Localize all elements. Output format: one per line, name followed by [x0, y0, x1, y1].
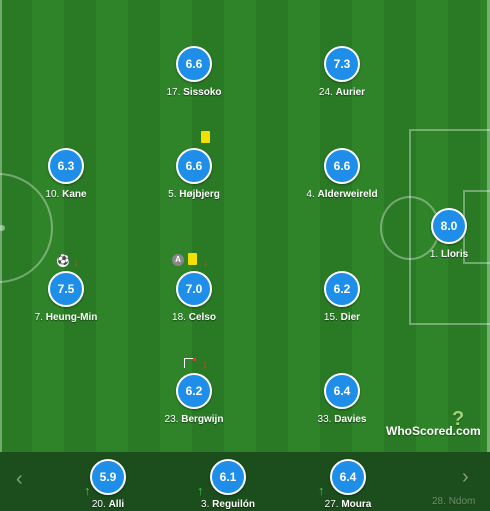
- center-spot: [0, 225, 5, 231]
- player-name: 1. Lloris: [429, 249, 469, 260]
- sub-player-moura[interactable]: 6.4 27. Moura: [288, 459, 408, 510]
- sub-on-icon: ↑: [197, 483, 204, 498]
- player-kane[interactable]: 6.3 10. Kane: [6, 148, 126, 200]
- prev-arrow-icon[interactable]: ‹: [16, 468, 23, 490]
- player-name: 18. Celso: [172, 312, 216, 323]
- sub-off-icon: ↓: [202, 357, 208, 371]
- goal-icon: ⚽: [57, 255, 70, 267]
- player-rating: 6.1: [210, 459, 246, 495]
- sub-player-alli[interactable]: 5.9 20. Alli: [48, 459, 168, 510]
- player-name: 17. Sissoko: [166, 87, 222, 98]
- player-rating: 6.3: [48, 148, 84, 184]
- player-sissoko[interactable]: 6.6 17. Sissoko: [134, 46, 254, 98]
- player-name: 10. Kane: [45, 189, 87, 200]
- player-rating: 6.6: [324, 148, 360, 184]
- player-name: 4. Alderweireld: [306, 189, 378, 200]
- captain-icon: A: [172, 254, 184, 266]
- player-name: 15. Dier: [323, 312, 361, 323]
- player-rating: 7.3: [324, 46, 360, 82]
- player-rating: 6.6: [176, 148, 212, 184]
- substitutes-bar: ‹ › 5.9 20. Alli 6.1 3. Reguilón 6.4 27.…: [0, 452, 490, 511]
- player-name: 3. Reguilón: [201, 499, 255, 510]
- player-son[interactable]: 7.5 7. Heung-Min: [6, 271, 126, 323]
- player-name: 33. Davies: [317, 414, 367, 425]
- next-arrow-icon[interactable]: ›: [462, 466, 469, 488]
- yellow-card-icon: [188, 253, 197, 265]
- player-celso[interactable]: 7.0 18. Celso: [134, 271, 254, 323]
- question-mark-logo-icon: ?: [452, 408, 465, 430]
- player-rating: 7.5: [48, 271, 84, 307]
- player-name: 20. Alli: [91, 499, 125, 510]
- player-name: 27. Moura: [324, 499, 372, 510]
- sub-player-ndom[interactable]: 28. Ndom: [432, 496, 476, 507]
- player-rating: 6.6: [176, 46, 212, 82]
- player-alderweireld[interactable]: 6.6 4. Alderweireld: [282, 148, 402, 200]
- player-bergwijn[interactable]: 6.2 23. Bergwijn: [134, 373, 254, 425]
- sub-off-icon: ↓: [73, 255, 79, 269]
- player-rating: 6.2: [176, 373, 212, 409]
- whoscored-logo[interactable]: WhoScored.com ?: [386, 408, 481, 438]
- player-dier[interactable]: 6.2 15. Dier: [282, 271, 402, 323]
- player-davies[interactable]: 6.4 33. Davies: [282, 373, 402, 425]
- player-rating: 8.0: [431, 208, 467, 244]
- player-rating: 6.4: [330, 459, 366, 495]
- player-aurier[interactable]: 7.3 24. Aurier: [282, 46, 402, 98]
- player-name: 7. Heung-Min: [34, 312, 98, 323]
- player-name: 24. Aurier: [318, 87, 366, 98]
- yellow-card-icon: [201, 131, 210, 143]
- player-rating: 6.4: [324, 373, 360, 409]
- corner-flag-icon: [184, 358, 196, 368]
- player-rating: 7.0: [176, 271, 212, 307]
- sub-on-icon: ↑: [318, 483, 325, 498]
- pitch: [0, 0, 490, 452]
- sub-on-icon: ↑: [84, 483, 91, 498]
- player-hojbjerg[interactable]: 6.6 5. Højbjerg: [134, 148, 254, 200]
- player-lloris[interactable]: 8.0 1. Lloris: [389, 208, 490, 260]
- sub-off-icon: ↓: [203, 255, 209, 269]
- player-name: 23. Bergwijn: [164, 414, 224, 425]
- player-name: 5. Højbjerg: [168, 189, 220, 200]
- player-rating: 5.9: [90, 459, 126, 495]
- player-rating: 6.2: [324, 271, 360, 307]
- sub-player-reguilon[interactable]: 6.1 3. Reguilón: [168, 459, 288, 510]
